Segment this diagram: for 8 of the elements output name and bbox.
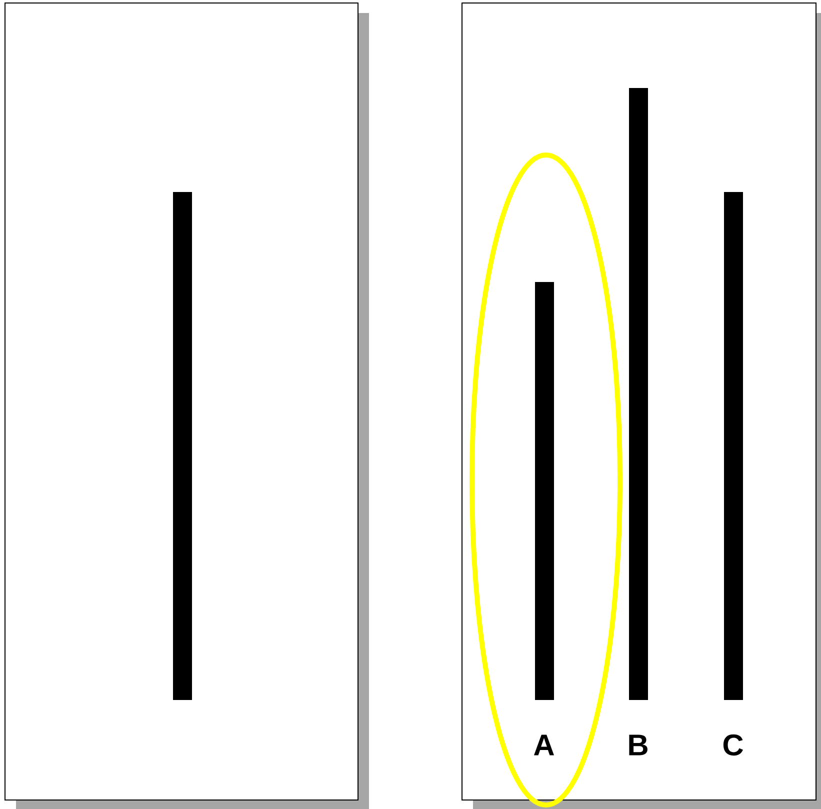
label: A	[534, 734, 554, 756]
vertical-bar	[629, 88, 648, 700]
vertical-bar	[535, 282, 554, 700]
label: B	[629, 734, 648, 756]
label: C	[723, 734, 743, 756]
vertical-bar	[724, 192, 743, 700]
vertical-bar	[173, 192, 192, 700]
card	[4, 2, 369, 809]
